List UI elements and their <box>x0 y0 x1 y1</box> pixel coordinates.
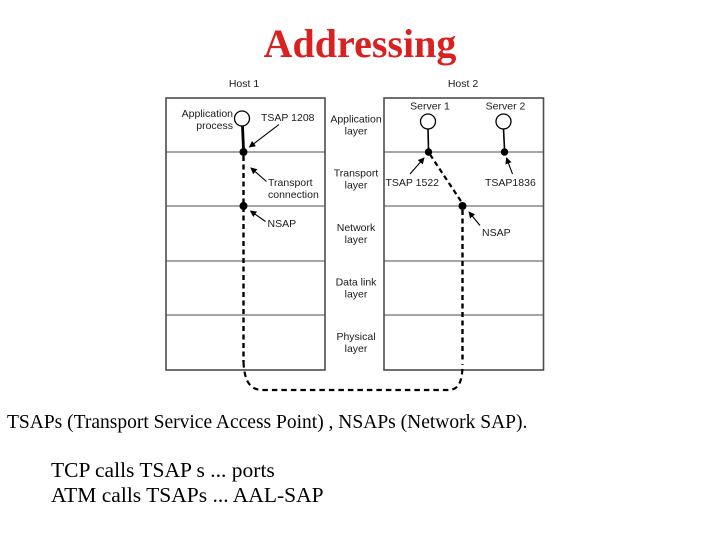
tsap1522-label: TSAP 1522 <box>386 177 440 189</box>
nsap-left-label: NSAP <box>268 218 297 230</box>
caption-tcp-line: TCP calls TSAP s ... ports <box>51 458 275 482</box>
nsap-right-arrow <box>468 211 481 226</box>
caption-atm-line: ATM calls TSAPs ... AAL-SAP <box>51 483 324 507</box>
tsap1208-label: TSAP 1208 <box>261 112 315 124</box>
server2-stem-line <box>502 128 506 150</box>
host1-box <box>165 97 326 371</box>
data-link-layer-label-line2: layer <box>345 289 368 301</box>
physical-layer-label-line2: layer <box>345 343 368 355</box>
nsap-right-dot <box>458 202 467 210</box>
network-layer-label-line2: layer <box>345 234 368 246</box>
nsap-left-dot <box>239 202 248 210</box>
server2-label: Server 2 <box>486 101 526 113</box>
connection-diagonal-dashed-line <box>429 153 463 203</box>
physical-layer-label: Physical <box>336 331 375 343</box>
transport-layer-label-line2: layer <box>345 180 368 192</box>
layer-labels-column: Application layer Transport layer Networ… <box>330 114 382 356</box>
transport-connection-arrow <box>250 167 267 182</box>
data-link-layer-label: Data link <box>336 277 378 289</box>
server1-label: Server 1 <box>410 101 450 113</box>
tsap1836-arrow <box>505 157 514 175</box>
network-layer-label: Network <box>337 222 376 234</box>
server1-circle <box>419 113 437 130</box>
caption-tsap-nsap-definition: TSAPs (Transport Service Access Point) ,… <box>7 412 528 433</box>
host1-label: Host 1 <box>229 78 260 90</box>
server1-stem-line <box>427 128 430 150</box>
transport-layer-label: Transport <box>334 168 379 180</box>
tsap1208-dot <box>239 148 248 156</box>
nsap-left-arrow <box>249 210 266 222</box>
server2-circle <box>495 113 512 130</box>
process-stem-line <box>241 125 245 150</box>
tsap1836-label: TSAP1836 <box>485 177 536 189</box>
transport-connection-label-line2: connection <box>268 189 319 201</box>
application-layer-label-line2: layer <box>345 126 368 138</box>
application-process-label-line2: process <box>196 120 233 132</box>
nsap-right-label: NSAP <box>482 227 511 239</box>
tsap1208-arrow <box>248 124 280 148</box>
connection-bottom-dashed-curve <box>242 361 464 392</box>
application-process-label: Application <box>182 108 234 120</box>
host2-label: Host 2 <box>448 78 479 90</box>
application-layer-label: Application <box>330 114 382 126</box>
tsap1522-arrow <box>409 157 425 175</box>
caption-examples-block: TCP calls TSAP s ... ports ATM calls TSA… <box>51 458 324 508</box>
host2-box <box>383 97 545 371</box>
tsap1522-dot <box>424 148 433 156</box>
transport-connection-label: Transport <box>268 177 313 189</box>
slide-title: Addressing <box>263 21 457 66</box>
tsap1836-dot <box>500 148 509 156</box>
addressing-diagram: Host 1 Host 2 Application layer Transpor… <box>165 78 545 392</box>
application-process-circle <box>233 110 251 127</box>
